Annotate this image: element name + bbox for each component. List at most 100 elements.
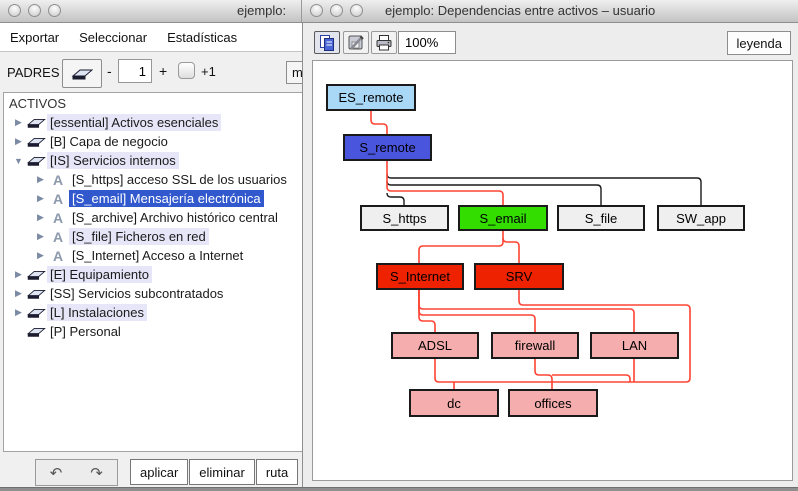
edge-firewall-offices — [534, 359, 553, 389]
plus-one-checkbox[interactable] — [178, 62, 195, 79]
front-window-title: ejemplo: Dependencias entre activos – us… — [385, 3, 656, 18]
tree-row-s-archive[interactable]: ▶ A [S_archive] Archivo histórico central — [4, 208, 305, 227]
node-lan[interactable]: LAN — [590, 332, 679, 359]
node-es-remote[interactable]: ES_remote — [326, 84, 416, 111]
tree-item-label[interactable]: [P] Personal — [50, 324, 121, 339]
tree-item-label[interactable]: [S_email] Mensajería electrónica — [69, 190, 264, 207]
back-window-controls — [8, 4, 61, 17]
back-window-title: ejemplo: — [237, 3, 287, 18]
layer-filter-button[interactable] — [62, 59, 102, 88]
collapsed-arrow-icon[interactable]: ▶ — [37, 193, 44, 203]
asset-icon: A — [52, 209, 64, 226]
layer-icon — [27, 271, 46, 280]
undo-button[interactable]: ↶ — [35, 459, 77, 486]
node-sw-app[interactable]: SW_app — [657, 205, 745, 231]
layer-icon — [25, 325, 47, 338]
menu-item-estadisticas[interactable]: Estadísticas — [167, 29, 238, 45]
node-adsl[interactable]: ADSL — [391, 332, 479, 359]
redo-button[interactable]: ↷ — [76, 459, 118, 486]
node-s-internet[interactable]: S_Internet — [376, 263, 464, 290]
edge-s-remote-s-file — [386, 180, 602, 205]
export-image-button[interactable] — [343, 31, 369, 54]
node-srv[interactable]: SRV — [474, 263, 564, 290]
zoom-level-input[interactable] — [398, 31, 456, 54]
export-image-icon — [348, 35, 364, 50]
collapsed-arrow-icon[interactable]: ▶ — [37, 231, 44, 241]
copy-button[interactable] — [314, 31, 340, 54]
node-s-remote[interactable]: S_remote — [343, 134, 432, 161]
collapsed-arrow-icon[interactable]: ▶ — [15, 307, 22, 317]
collapsed-arrow-icon[interactable]: ▶ — [15, 117, 22, 127]
expanded-arrow-icon[interactable]: ▼ — [14, 155, 23, 166]
node-s-file[interactable]: S_file — [557, 205, 645, 231]
assets-tree: ACTIVOS ▶[essential] Activos esenciales▶… — [3, 92, 306, 452]
zoom-window-icon[interactable] — [48, 4, 61, 17]
tree-item-label[interactable]: [IS] Servicios internos — [47, 152, 179, 169]
tree-item-label[interactable]: [L] Instalaciones — [47, 304, 147, 321]
collapsed-arrow-icon[interactable]: ▶ — [15, 288, 22, 298]
collapsed-arrow-icon[interactable]: ▶ — [37, 250, 44, 260]
menu-item-seleccionar[interactable]: Seleccionar — [79, 29, 148, 45]
assets-tree-header: ACTIVOS — [9, 96, 67, 111]
collapsed-arrow-icon[interactable]: ▶ — [15, 269, 22, 279]
node-offices[interactable]: offices — [508, 389, 598, 417]
edge-s-email-s-internet — [418, 231, 504, 263]
collapsed-arrow-icon[interactable]: ▶ — [37, 212, 44, 222]
collapsed-arrow-icon[interactable]: ▶ — [37, 174, 44, 184]
tree-row-s-internet[interactable]: ▶A[S_Internet] Acceso a Internet — [4, 246, 305, 265]
tree-item-label[interactable]: [B] Capa de negocio — [50, 134, 168, 149]
node-s-https[interactable]: S_https — [360, 205, 449, 231]
tree-item-label[interactable]: [S_archive] Archivo histórico central — [72, 210, 278, 225]
parents-label: PADRES — [7, 65, 60, 80]
tree-row-e[interactable]: ▶ [E] Equipamiento — [4, 265, 305, 284]
tree-row-p[interactable]: [P] Personal — [4, 322, 305, 341]
node-s-email[interactable]: S_email — [458, 205, 548, 231]
tree-item-label[interactable]: [SS] Servicios subcontratados — [50, 286, 224, 301]
tree-item-label[interactable]: [S_https] acceso SSL de los usuarios — [72, 172, 287, 187]
collapsed-arrow-icon[interactable]: ▶ — [15, 136, 22, 146]
copy-icon — [320, 34, 334, 51]
print-icon — [376, 34, 392, 50]
tree-row-is[interactable]: ▼ [IS] Servicios internos — [4, 151, 305, 170]
tree-item-label[interactable]: [E] Equipamiento — [47, 266, 153, 283]
tree-row-l[interactable]: ▶ [L] Instalaciones — [4, 303, 305, 322]
tree-row-s-https[interactable]: ▶ A [S_https] acceso SSL de los usuarios — [4, 170, 305, 189]
node-dc[interactable]: dc — [409, 389, 499, 417]
tree-row-b[interactable]: ▶ [B] Capa de negocio — [4, 132, 305, 151]
tree-row-s-file[interactable]: ▶A[S_file] Ficheros en red — [4, 227, 305, 246]
edge-s-internet-firewall — [418, 290, 536, 332]
tree-row-s-email[interactable]: ▶A[S_email] Mensajería electrónica — [4, 189, 305, 208]
layer-icon — [27, 138, 46, 147]
print-button[interactable] — [371, 31, 397, 54]
zoom-window-icon[interactable] — [350, 4, 363, 17]
tree-row-essential[interactable]: ▶ [essential] Activos esenciales — [4, 113, 305, 132]
edge-s-remote-s-https — [386, 192, 405, 205]
layer-icon — [25, 306, 47, 319]
dependencies-window: leyenda ES_remoteS_remoteS_httpsS_emailS… — [302, 23, 798, 487]
tree-item-label[interactable]: [S_file] Ficheros en red — [69, 228, 209, 245]
plus-one-label: +1 — [201, 64, 216, 79]
aplicar-button[interactable]: aplicar — [130, 459, 189, 485]
menu-item-exportar[interactable]: Exportar — [10, 29, 60, 45]
increase-depth-label[interactable]: + — [159, 63, 168, 79]
layer-icon — [25, 135, 47, 148]
asset-icon: A — [52, 171, 64, 188]
minimize-icon[interactable] — [330, 4, 343, 17]
tree-row-ss[interactable]: ▶ [SS] Servicios subcontratados — [4, 284, 305, 303]
node-firewall[interactable]: firewall — [491, 332, 579, 359]
minimize-icon[interactable] — [28, 4, 41, 17]
ruta-button[interactable]: ruta — [255, 459, 299, 485]
title-bar: ejemplo: ejemplo: Dependencias entre act… — [0, 0, 798, 23]
layer-icon — [27, 309, 46, 318]
close-icon[interactable] — [8, 4, 21, 17]
close-icon[interactable] — [310, 4, 323, 17]
depth-input[interactable] — [118, 59, 152, 83]
decrease-depth-label[interactable]: - — [107, 63, 112, 79]
tree-item-label[interactable]: [S_Internet] Acceso a Internet — [72, 248, 244, 263]
tree-item-label[interactable]: [essential] Activos esenciales — [47, 114, 222, 131]
eliminar-button[interactable]: eliminar — [189, 459, 255, 485]
legend-button[interactable]: leyenda — [727, 31, 791, 55]
